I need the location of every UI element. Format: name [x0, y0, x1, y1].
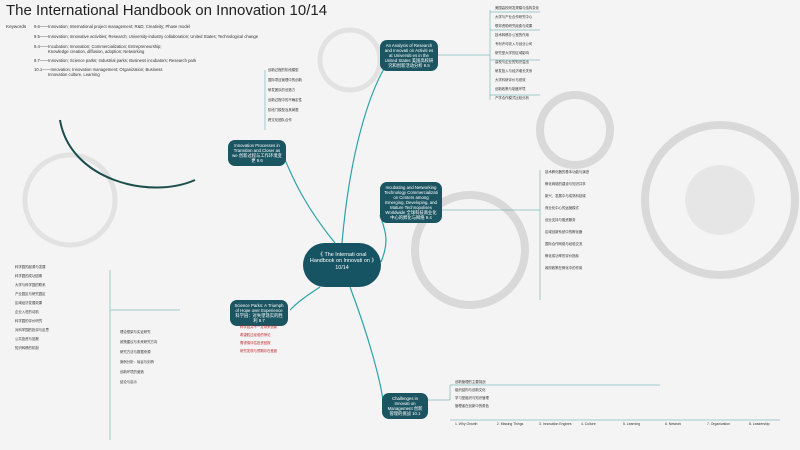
keyword-line: 10.1——Innovation; Innovation management;… — [34, 67, 163, 72]
dark-arc — [59, 119, 196, 189]
leaf-topic[interactable]: 希望胜过经验的悖论 — [240, 333, 271, 337]
leaf-topic[interactable]: 科学园的起源与发展 — [15, 265, 46, 269]
keyword-line: 9.4——Incubation; Innovation; Commerciali… — [34, 44, 162, 49]
branch-connectors — [284, 61, 389, 401]
leaf-topic[interactable]: 创新过程的阶段模型 — [268, 68, 299, 72]
keyword-line: Knowledge creation, diffusion, adoption;… — [48, 49, 145, 54]
leaf-topic[interactable]: 商业化中心的运营模式 — [545, 206, 579, 210]
leaf-topic[interactable]: 组织结构与创新文化 — [455, 388, 486, 392]
leaf-topic[interactable]: 国际合作网络与经验交流 — [545, 242, 583, 246]
leaf-connectors — [109, 10, 780, 440]
leaf-topic[interactable]: 技术孵化器的基本功能与演进 — [545, 170, 590, 174]
bottom-leaf-topic[interactable]: 5. Learning — [623, 422, 640, 426]
leaf-topic[interactable]: 研究方法与数据来源 — [120, 350, 151, 354]
leaf-topic[interactable]: 研发团队的创造力 — [268, 88, 296, 92]
bottom-leaf-topic[interactable]: 4. Culture — [581, 422, 596, 426]
branch-node[interactable]: An Analysis of Research and Innovati on … — [380, 40, 438, 71]
bottom-leaf-topic[interactable]: 6. Network — [665, 422, 682, 426]
leaf-topic[interactable]: 跨文化团队合作 — [268, 118, 292, 122]
leaf-topic[interactable]: 研发投入与经济增长关系 — [495, 69, 533, 73]
leaf-topic[interactable]: 研究型大学的区域影响 — [495, 51, 529, 55]
leaf-topic[interactable]: 专利许可收入与创业公司 — [495, 42, 533, 46]
leaf-topic[interactable]: 大学与产业合作研究中心 — [495, 15, 533, 19]
leaf-topic[interactable]: 创业支持与融资服务 — [545, 218, 576, 222]
leaf-topic[interactable]: 公共投资与回报 — [15, 337, 39, 341]
bottom-leaf-topic[interactable]: 7. Organization — [707, 422, 730, 426]
page-title: The International Handbook on Innovation… — [6, 2, 328, 19]
leaf-topic[interactable]: 科学园并不一定带来创新 — [240, 325, 278, 329]
leaf-topic[interactable]: 创新管理的主要挑战 — [455, 380, 486, 384]
leaf-topic[interactable]: 美国高校研发规模与结构变化 — [495, 6, 540, 10]
gear-decoration-right — [411, 91, 799, 309]
leaf-topic[interactable]: 区域创新系统中的孵化器 — [545, 230, 583, 234]
leaf-topic[interactable]: 科学园的评价研究 — [15, 319, 43, 323]
leaf-topic[interactable]: 创新过程中的不确定性 — [268, 98, 302, 102]
bottom-leaf-topic[interactable]: 3. Innovation Engines — [539, 422, 572, 426]
leaf-topic[interactable]: 学习型组织与知识管理 — [455, 396, 489, 400]
leaf-topic[interactable]: 区域经济发展效果 — [15, 301, 43, 305]
leaf-topic[interactable]: 结论与启示 — [120, 380, 137, 384]
leaf-topic[interactable]: 高校与企业的知识溢出 — [495, 60, 529, 64]
leaf-topic[interactable]: 理论框架与实证研究 — [120, 330, 151, 334]
leaf-topic[interactable]: 孵化成功率的评价指标 — [545, 254, 579, 258]
bottom-leaf-topic[interactable]: 8. Leadership — [749, 422, 770, 426]
branch-node[interactable]: Innovation Processes in Transition and C… — [228, 140, 286, 166]
leaf-topic[interactable]: 技术转移办公室的作用 — [495, 33, 529, 37]
leaf-topic[interactable]: 联邦资助研究经费与成果 — [495, 24, 533, 28]
keyword-line: Innovation culture, Learning — [48, 72, 100, 77]
leaf-topic[interactable]: 孵化网络的建设与知识共享 — [545, 182, 586, 186]
leaf-topic[interactable]: 企业入驻的动机 — [15, 310, 39, 314]
leaf-topic[interactable]: 需谨慎评估投资回报 — [240, 341, 271, 345]
central-topic[interactable]: 《 The Internati onal Handbook on Innovat… — [303, 243, 381, 287]
leaf-topic[interactable]: 新兴、发展中与成熟科技城 — [545, 194, 586, 198]
keyword-line: 9.7——Innovation; Science parks; Industri… — [34, 58, 197, 63]
leaf-topic[interactable]: 研究发现与预期存在差距 — [240, 349, 278, 353]
leaf-topic[interactable]: 产学合作模式比较分析 — [495, 96, 529, 100]
leaf-topic[interactable]: 大学与科学园的联系 — [15, 283, 46, 287]
leaf-topic[interactable]: 管理者在创新中的角色 — [455, 404, 489, 408]
bottom-leaf-topic[interactable]: 2. Missing Things — [497, 422, 524, 426]
leaf-topic[interactable]: 科学园的成功因素 — [15, 274, 43, 278]
keywords-label: Keywords — [6, 24, 27, 29]
keyword-line: 9.5——Innovation; Innovative activities; … — [34, 34, 259, 39]
leaf-topic[interactable]: 大学科研评价与绩效 — [495, 78, 526, 82]
branch-node[interactable]: Challenges in Innovati on Management 创新管… — [382, 393, 428, 419]
branch-node[interactable]: Science Parks: A Triumph of Hope over Ex… — [230, 300, 288, 326]
bottom-leaf-topic[interactable]: 1. Why Growth — [455, 422, 478, 426]
leaf-topic[interactable]: 阶段门模型及其局限 — [268, 108, 299, 112]
leaf-topic[interactable]: 国际项目管理中的创新 — [268, 78, 302, 82]
leaf-topic[interactable]: 知识转移的机制 — [15, 346, 39, 350]
leaf-topic[interactable]: 对科学园的批评与反思 — [15, 328, 49, 332]
leaf-topic[interactable]: 政府政策在孵化中的作用 — [545, 266, 583, 270]
leaf-topic[interactable]: 政策建议与未来研究方向 — [120, 340, 158, 344]
branch-node[interactable]: Incubating and Networking Technology Com… — [380, 182, 442, 223]
leaf-topic[interactable]: 创新政策与制度环境 — [495, 87, 526, 91]
keyword-line: 9.6——Innovation; International project m… — [34, 24, 190, 29]
leaf-topic[interactable]: 产业园区与研究园区 — [15, 292, 46, 296]
leaf-topic[interactable]: 案例分析：硅谷与剑桥 — [120, 360, 154, 364]
leaf-topic[interactable]: 创新环境的营造 — [120, 370, 144, 374]
